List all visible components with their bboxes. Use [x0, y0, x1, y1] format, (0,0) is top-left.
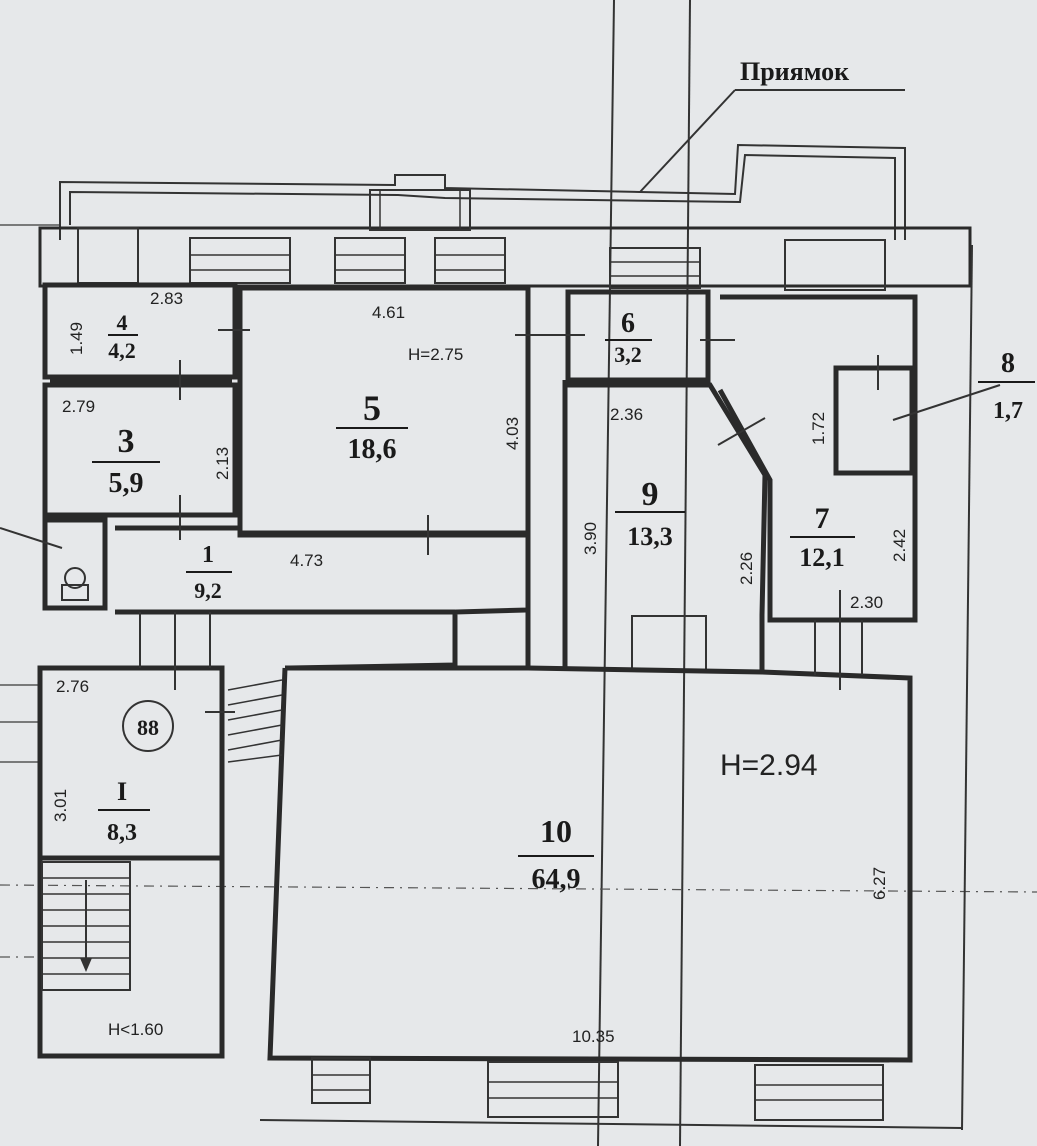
dim-2-13: 2.13 [213, 447, 232, 480]
room-8-pointer [892, 384, 1001, 421]
room-9-niche [631, 615, 707, 672]
room-3-outline [42, 382, 238, 518]
light-well-inner [69, 153, 896, 240]
room-1-outline [115, 525, 531, 671]
room-9-label: 9 13,3 [615, 476, 685, 551]
svg-text:1: 1 [202, 542, 214, 568]
svg-text:1,7: 1,7 [993, 398, 1023, 424]
light-well-pointer [639, 89, 736, 193]
stair-height: H<1.60 [108, 1020, 163, 1039]
stair-entry-steps [227, 679, 283, 763]
dim-2-79: 2.79 [62, 397, 95, 416]
svg-text:8: 8 [1001, 348, 1015, 379]
room-8-outline [833, 365, 915, 476]
room-1-label: 1 9,2 [186, 542, 232, 603]
svg-text:13,3: 13,3 [627, 522, 673, 551]
room-10-window-hatch [312, 1074, 883, 1101]
room-3-label: 3 5,9 [92, 423, 160, 499]
svg-text:6: 6 [621, 308, 635, 339]
stair-arrow-head-icon [80, 958, 92, 972]
svg-text:18,6: 18,6 [348, 434, 397, 465]
stair-symbol: 88 [137, 715, 159, 740]
horizontal-axis-line-1 [0, 884, 1037, 893]
dim-2-76: 2.76 [56, 677, 89, 696]
room-8-label: 8 1,7 [978, 348, 1035, 424]
dim-2-36: 2.36 [610, 405, 643, 424]
room-7-outline [717, 294, 918, 623]
light-well-label: Приямок [740, 57, 849, 86]
vertical-axis-line-1 [597, 0, 615, 1146]
svg-text:9,2: 9,2 [194, 578, 222, 603]
room-10-window-3 [754, 1064, 884, 1121]
svg-text:3: 3 [118, 423, 135, 460]
svg-text:5: 5 [363, 388, 381, 428]
light-well-outline [59, 143, 906, 240]
dim-3-90: 3.90 [581, 522, 600, 555]
room-5-label: 5 18,6 [336, 388, 408, 465]
room-10-outline [267, 665, 913, 1063]
dim-4-61: 4.61 [372, 303, 405, 322]
top-windows [77, 189, 886, 291]
vertical-axis-line-2 [679, 0, 691, 1146]
svg-text:8,3: 8,3 [107, 820, 137, 846]
svg-text:I: I [117, 777, 127, 806]
svg-text:64,9: 64,9 [532, 864, 581, 895]
svg-text:4,2: 4,2 [108, 338, 136, 363]
dim-2-42: 2.42 [890, 529, 909, 562]
svg-text:9: 9 [642, 476, 659, 513]
building-exterior-right [961, 244, 973, 1131]
dim-4-03: 4.03 [503, 417, 522, 450]
room-10-height: H=2.94 [720, 749, 818, 782]
svg-text:3,2: 3,2 [614, 342, 642, 367]
dim-2-83: 2.83 [150, 289, 183, 308]
svg-text:4: 4 [117, 310, 128, 335]
svg-text:10: 10 [540, 813, 572, 849]
room-10-label: 10 64,9 [518, 813, 594, 895]
door-ticks [139, 329, 879, 713]
svg-text:12,1: 12,1 [799, 543, 845, 572]
toilet-pointer [0, 527, 63, 549]
room-10-window-2 [487, 1061, 619, 1118]
room-5-outline [237, 285, 531, 536]
stair-room-label: I 8,3 [98, 777, 150, 846]
dim-1-49: 1.49 [67, 322, 86, 355]
room-6-label: 6 3,2 [605, 308, 652, 367]
room-10-window-1 [311, 1057, 371, 1104]
room-7-label: 7 12,1 [790, 502, 855, 572]
room-5-height: H=2.75 [408, 345, 463, 364]
dim-2-30: 2.30 [850, 593, 883, 612]
toilet-icon [61, 567, 89, 601]
dim-3-01: 3.01 [51, 789, 70, 822]
stair-room-outline [37, 665, 225, 1059]
svg-text:5,9: 5,9 [109, 468, 144, 499]
building-exterior-bottom [259, 1119, 963, 1129]
toilet-outline [42, 517, 108, 611]
dim-2-26: 2.26 [737, 552, 756, 585]
dim-6-27: 6.27 [870, 867, 889, 900]
stair-symbol-circle [122, 700, 174, 752]
room-4-label: 4 4,2 [108, 310, 138, 363]
dim-10-35: 10.35 [572, 1027, 615, 1046]
dim-1-72: 1.72 [809, 412, 828, 445]
svg-text:7: 7 [815, 502, 830, 535]
dim-4-73: 4.73 [290, 551, 323, 570]
